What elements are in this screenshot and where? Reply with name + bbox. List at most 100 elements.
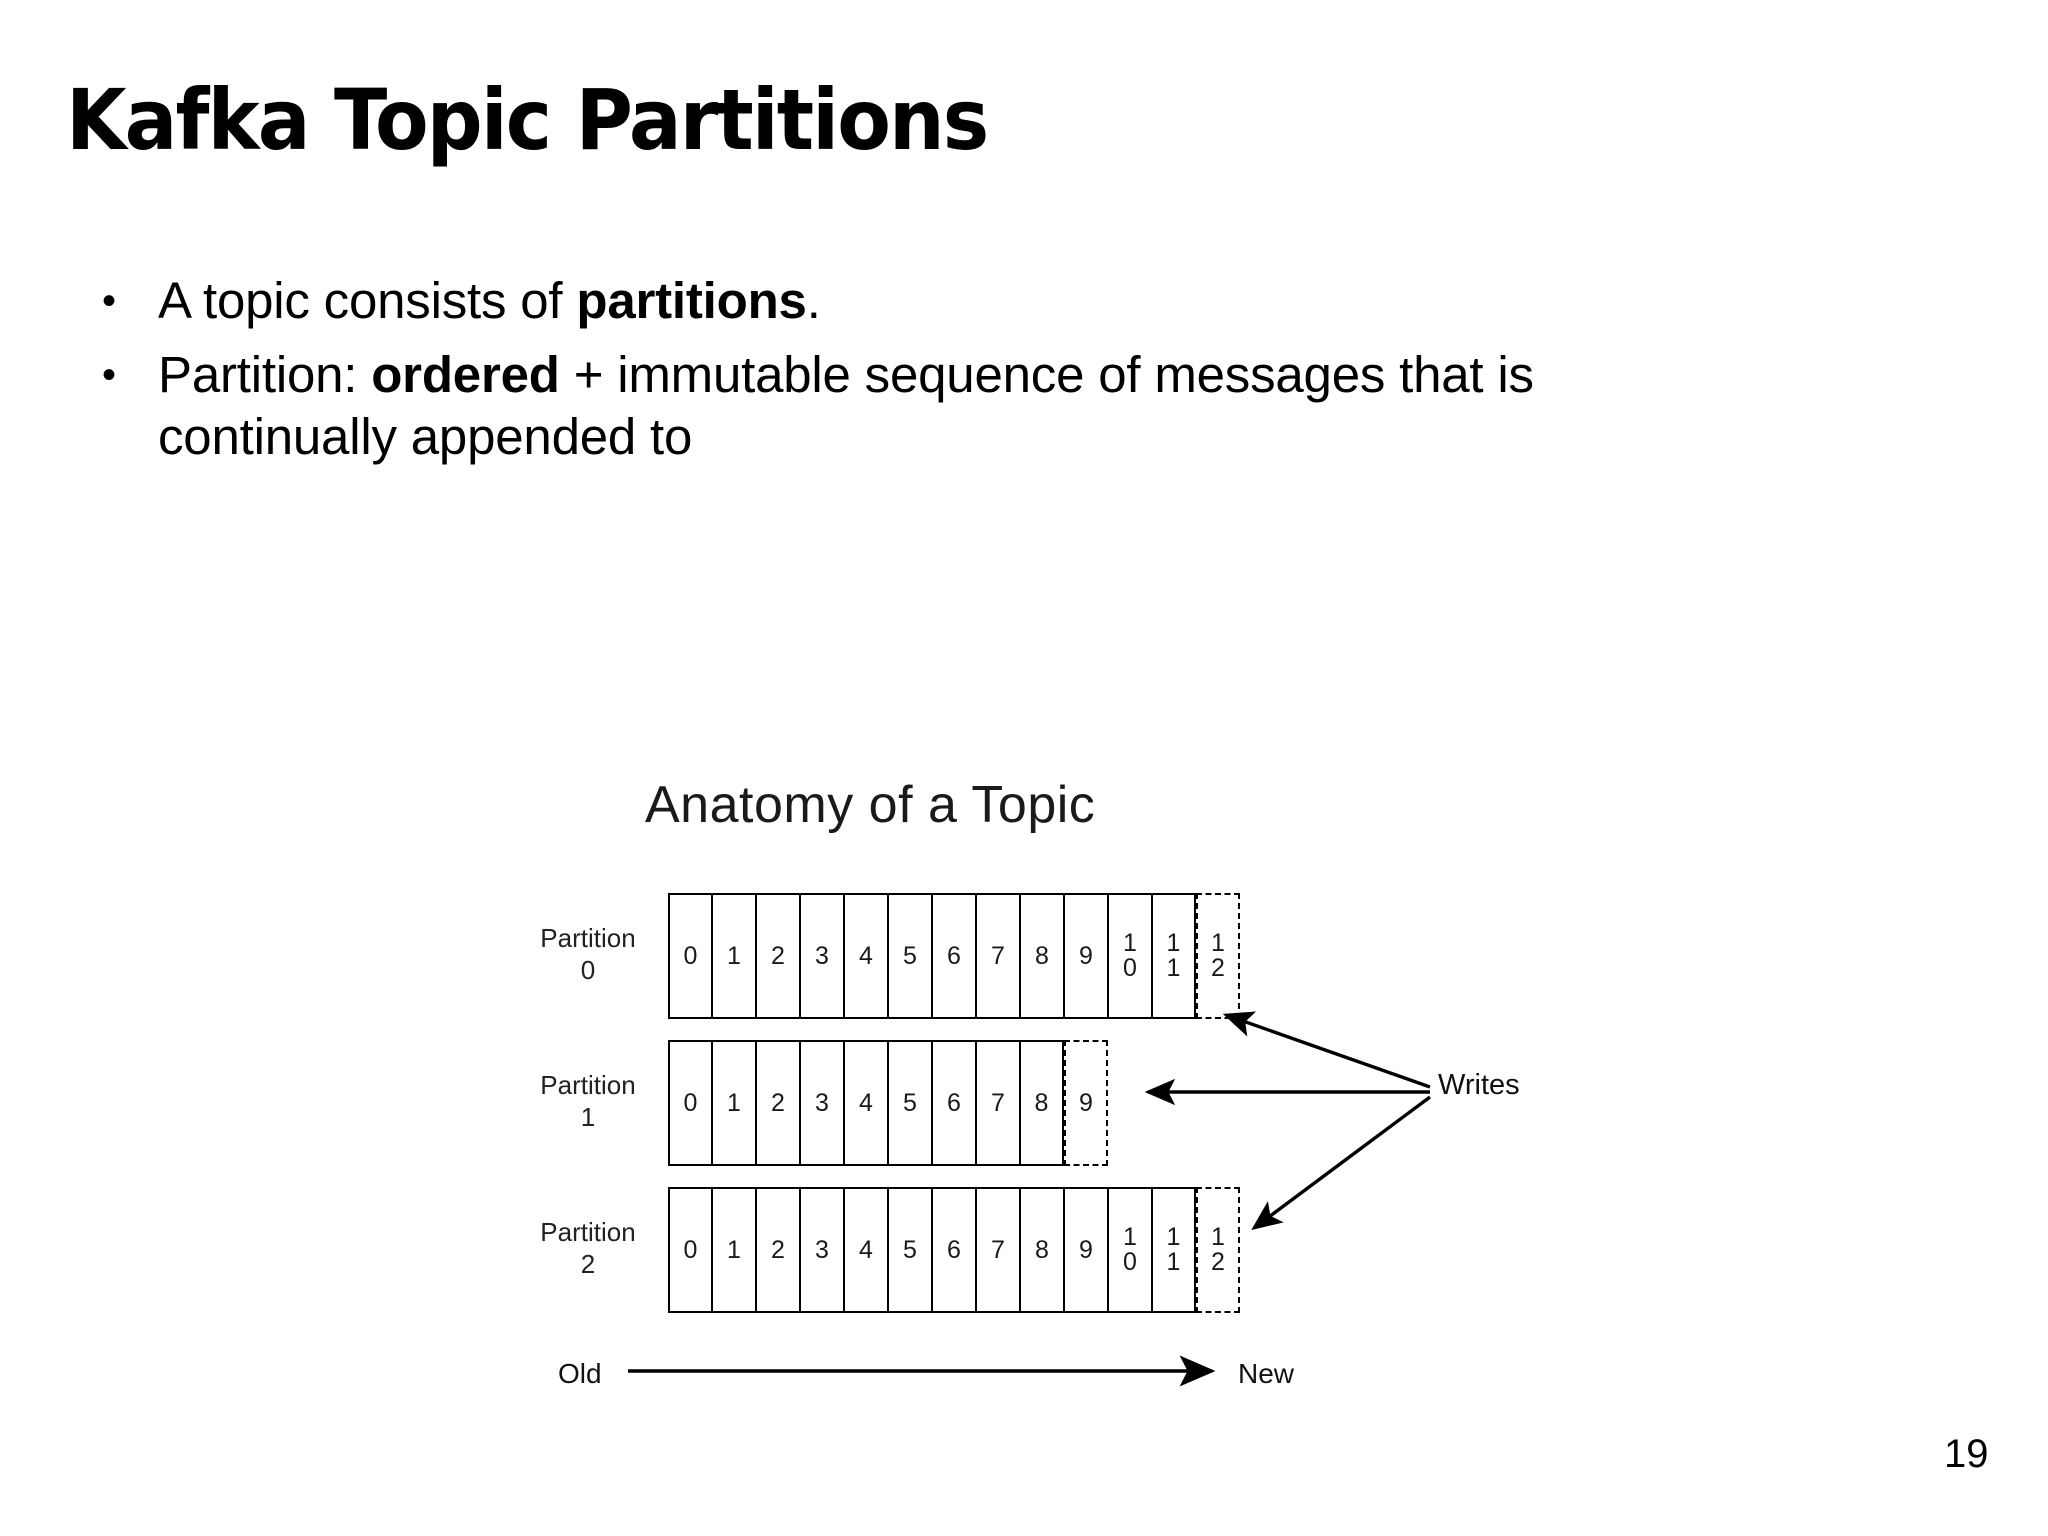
message-cell: 4 xyxy=(844,1187,888,1313)
message-cell: 5 xyxy=(888,1187,932,1313)
diagram-title: Anatomy of a Topic xyxy=(645,776,1096,834)
message-cell: 3 xyxy=(800,1040,844,1166)
writes-label: Writes xyxy=(1438,1069,1520,1101)
bullet-marker-icon: • xyxy=(102,353,117,398)
offset-digit: 4 xyxy=(859,1088,873,1117)
offset-digit: 5 xyxy=(903,1088,917,1117)
offset-digit: 9 xyxy=(1079,941,1093,970)
offset-digit: 4 xyxy=(859,1235,873,1264)
offset-digit: 1 xyxy=(1166,1248,1181,1276)
offset-digit: 1 xyxy=(727,941,741,970)
message-cell: 1 xyxy=(712,1040,756,1166)
offset-digit: 2 xyxy=(771,1235,785,1264)
partition-label-number: 2 xyxy=(580,1248,596,1279)
offset-digit: 7 xyxy=(991,1088,1005,1117)
offset-digit: 1 xyxy=(727,1235,741,1264)
offset-digit: 0 xyxy=(1123,1248,1137,1276)
offset-digit: 0 xyxy=(683,941,698,970)
offset-digit: 1 xyxy=(1166,1223,1181,1251)
message-cell: 2 xyxy=(756,893,800,1019)
bullet-emphasis: ordered xyxy=(371,346,560,404)
offset-digit: 5 xyxy=(903,941,917,970)
offset-digit: 9 xyxy=(1079,1235,1093,1264)
bullet-span: . xyxy=(806,272,821,329)
writes-arrow-partition-0 xyxy=(1222,1011,1431,1089)
message-cell: 9 xyxy=(1064,1187,1108,1313)
bullet-span: Partition: xyxy=(158,346,372,404)
offset-digit: 8 xyxy=(1034,1088,1049,1117)
offset-digit: 8 xyxy=(1035,1235,1049,1264)
bullet-item: •A topic consists of partitions. xyxy=(96,270,1796,332)
bullet-marker-icon: • xyxy=(102,279,117,323)
page-number: 19 xyxy=(1944,1432,1989,1476)
message-cell: 2 xyxy=(756,1040,800,1166)
message-cell: 4 xyxy=(844,1040,888,1166)
message-cell: 0 xyxy=(668,893,712,1019)
offset-digit: 6 xyxy=(947,941,961,970)
message-cell: 2 xyxy=(756,1187,800,1313)
message-cell: 7 xyxy=(976,1187,1020,1313)
offset-digit: 1 xyxy=(1123,1223,1137,1251)
message-cell: 1 xyxy=(712,893,756,1019)
pending-message-cell: 9 xyxy=(1064,1040,1108,1166)
message-cell: 6 xyxy=(932,1187,976,1313)
message-cell: 7 xyxy=(976,1040,1020,1166)
offset-digit: 6 xyxy=(947,1088,961,1117)
offset-digit: 0 xyxy=(683,1088,698,1117)
message-cell: 7 xyxy=(976,893,1020,1019)
offset-digit: 7 xyxy=(991,1235,1005,1264)
message-cell: 4 xyxy=(844,893,888,1019)
message-cell: 5 xyxy=(888,1040,932,1166)
offset-digit: 1 xyxy=(1123,929,1137,957)
offset-digit: 6 xyxy=(947,1235,961,1264)
partition-label-number: 1 xyxy=(580,1101,596,1132)
message-cell: 8 xyxy=(1020,893,1064,1019)
message-cell: 1 xyxy=(712,1187,756,1313)
partition-label-word: Partition xyxy=(540,923,636,953)
message-cell: 3 xyxy=(800,893,844,1019)
offset-digit: 8 xyxy=(1035,941,1049,970)
message-cell: 0 xyxy=(668,1187,712,1313)
message-cell: 8 xyxy=(1020,1187,1064,1313)
offset-digit: 9 xyxy=(1079,1088,1093,1117)
offset-digit: 5 xyxy=(903,1235,917,1264)
partition-label-word: Partition xyxy=(540,1217,636,1247)
offset-digit: 4 xyxy=(859,941,873,970)
bullet-text: Partition: ordered + immutable sequence … xyxy=(158,344,1658,468)
offset-digit: 7 xyxy=(991,941,1005,970)
offset-digit: 2 xyxy=(771,1088,785,1117)
bullet-list: •A topic consists of partitions.•Partiti… xyxy=(96,270,1796,481)
offset-digit: 3 xyxy=(815,1088,829,1117)
writes-arrow-partition-2 xyxy=(1251,1095,1432,1231)
partition-label-number: 0 xyxy=(580,954,596,985)
message-cell: 6 xyxy=(932,1040,976,1166)
offset-digit: 2 xyxy=(771,941,785,970)
offset-digit: 1 xyxy=(1166,954,1181,982)
offset-digit: 0 xyxy=(683,1235,698,1264)
old-label: Old xyxy=(558,1358,602,1389)
offset-digit: 3 xyxy=(815,941,829,970)
page-title: Kafka Topic Partitions xyxy=(66,71,989,169)
offset-digit: 1 xyxy=(727,1088,741,1117)
message-cell: 3 xyxy=(800,1187,844,1313)
offset-digit: 0 xyxy=(1123,954,1137,982)
partition-label-word: Partition xyxy=(540,1070,636,1100)
message-cell: 6 xyxy=(932,893,976,1019)
